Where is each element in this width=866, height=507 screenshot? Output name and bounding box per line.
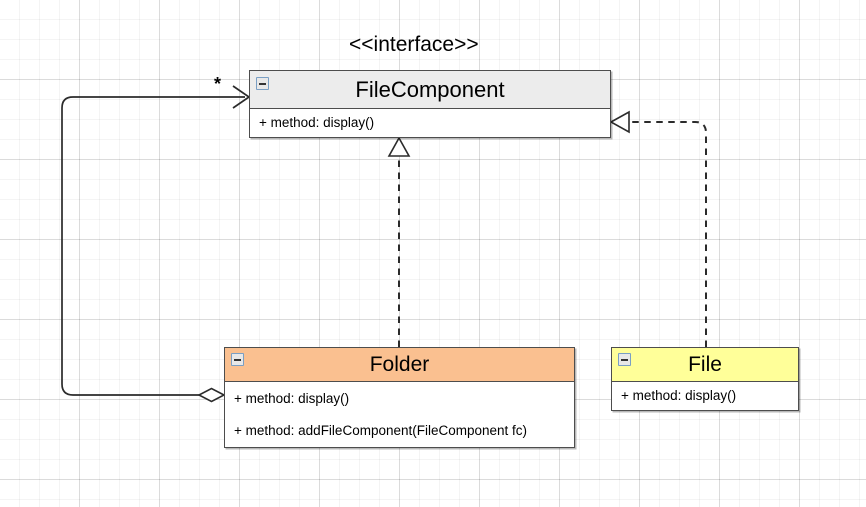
interface-stereotype-label: <<interface>> [349, 33, 479, 56]
aggregation-diamond-icon [197, 387, 226, 403]
realization-triangle-icon [609, 110, 630, 134]
minus-box-icon[interactable] [618, 353, 631, 366]
edge-folder-aggregates-filecomponent [61, 85, 251, 403]
class-header-folder: Folder [225, 348, 574, 382]
class-header-file: File [612, 348, 798, 382]
class-box-filecomponent[interactable]: FileComponent + method: display() [249, 70, 611, 138]
class-members-filecomponent: + method: display() [250, 109, 610, 138]
class-header-filecomponent: FileComponent [250, 71, 610, 109]
class-box-folder[interactable]: Folder + method: display() + method: add… [224, 347, 575, 448]
class-member: + method: display() [234, 391, 350, 406]
class-member: + method: addFileComponent(FileComponent… [234, 423, 528, 438]
class-members-folder: + method: display() + method: addFileCom… [225, 382, 574, 447]
minus-box-icon[interactable] [231, 353, 244, 366]
class-box-file[interactable]: File + method: display() [611, 347, 799, 411]
multiplicity-label: * [214, 74, 222, 94]
association-open-arrow-icon [232, 85, 251, 109]
class-member: + method: display() [259, 115, 375, 130]
class-members-file: + method: display() [612, 382, 798, 410]
realization-triangle-icon [387, 136, 411, 157]
class-name-folder: Folder [369, 353, 430, 376]
minus-box-icon[interactable] [256, 77, 269, 90]
class-name-file: File [688, 353, 722, 376]
class-member: + method: display() [621, 388, 737, 403]
edge-file-realizes-filecomponent [609, 110, 707, 347]
edge-folder-realizes-filecomponent [387, 136, 411, 347]
class-name-filecomponent: FileComponent [355, 77, 505, 102]
